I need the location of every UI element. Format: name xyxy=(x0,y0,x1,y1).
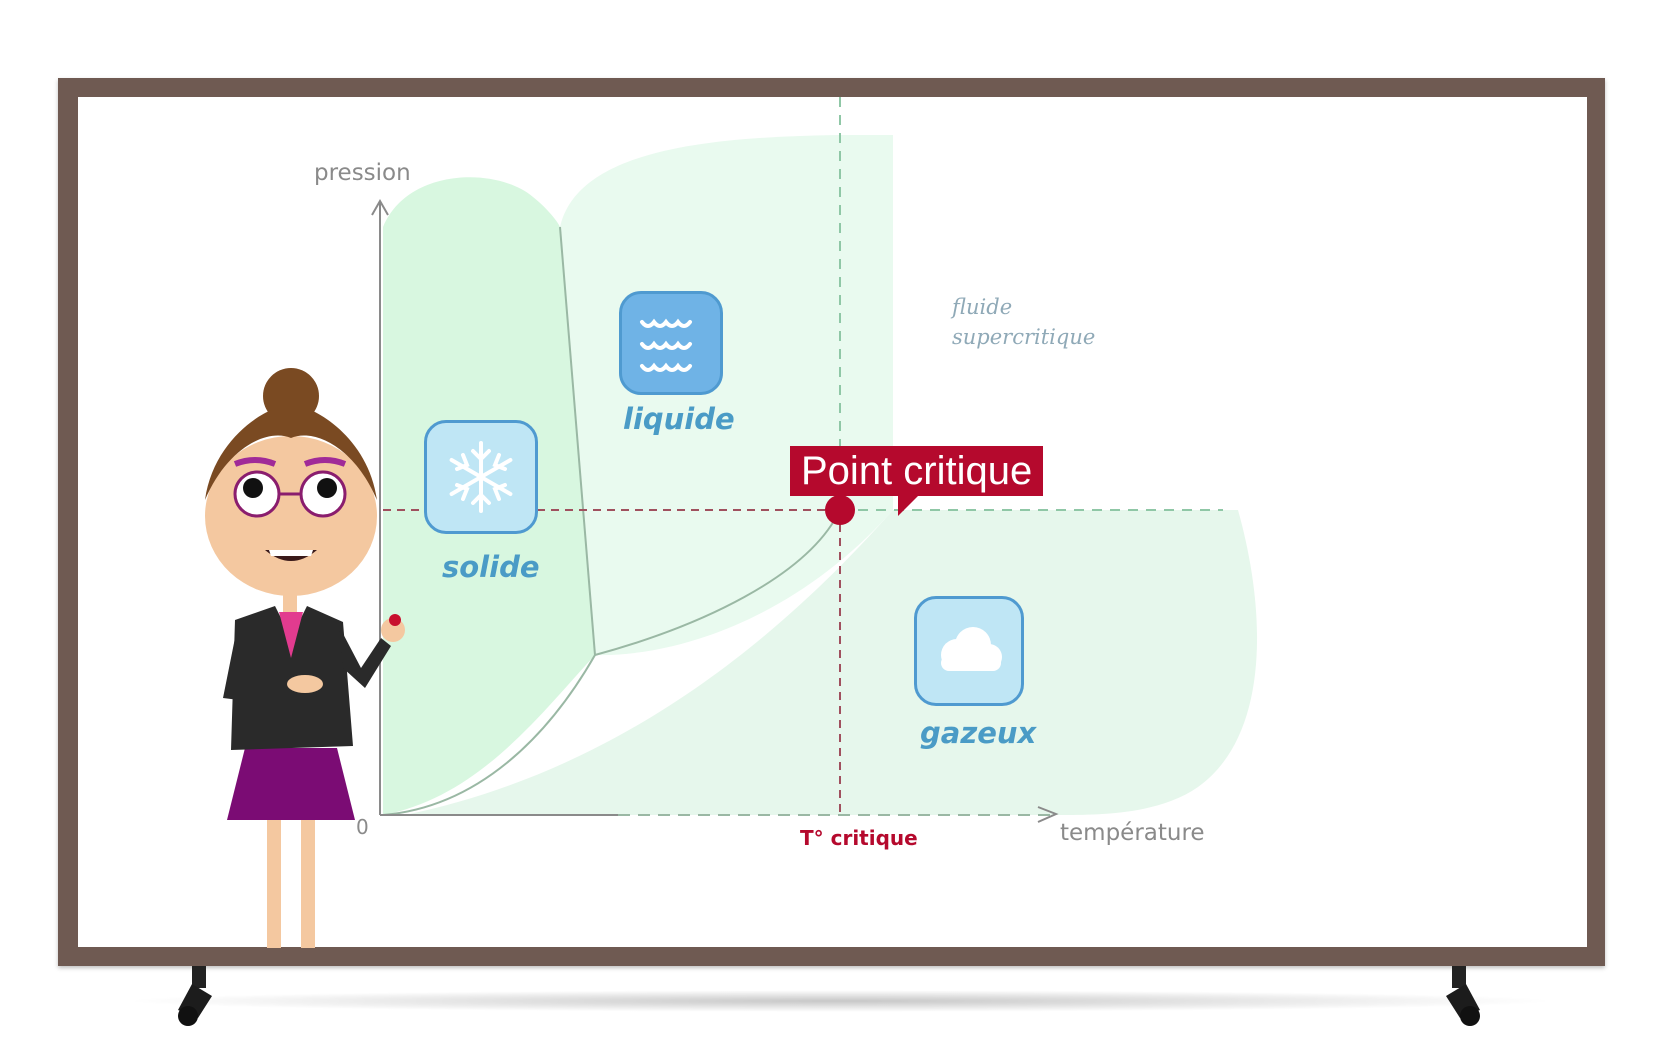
liquid-region xyxy=(560,135,893,656)
gas-label: gazeux xyxy=(920,716,1037,750)
critical-point-callout: Point critique xyxy=(790,446,1044,496)
phase-diagram xyxy=(371,97,1258,823)
teacher-character xyxy=(205,368,405,948)
waves-icon xyxy=(640,318,692,372)
tv-leg-right xyxy=(1446,966,1480,1026)
critical-point-marker xyxy=(825,495,855,525)
solid-label: solide xyxy=(442,550,540,584)
liquid-icon-box xyxy=(619,291,723,395)
critical-point-callout-tail xyxy=(898,494,920,516)
y-axis-label: pression xyxy=(314,160,411,186)
origin-label: 0 xyxy=(356,815,369,839)
solid-icon-box xyxy=(424,420,538,534)
fusion-curve xyxy=(559,226,596,656)
supercritical-label-line1: fluide xyxy=(952,295,1013,319)
gas-icon-box xyxy=(914,596,1024,706)
tv-leg-left xyxy=(178,966,212,1026)
gas-region xyxy=(405,510,1258,815)
x-axis-label: température xyxy=(1060,820,1205,846)
cloud-icon xyxy=(941,627,1002,671)
x-axis-arrow xyxy=(1037,806,1059,823)
sublimation-curve xyxy=(382,654,596,816)
liquid-label: liquide xyxy=(623,402,735,436)
snowflake-icon xyxy=(449,441,513,513)
supercritical-label-line2: supercritique xyxy=(952,325,1096,349)
vaporization-curve xyxy=(594,509,841,656)
critical-temperature-label: T° critique xyxy=(800,826,918,850)
tv-floor-shadow xyxy=(120,990,1560,1012)
y-axis-arrow xyxy=(371,198,389,216)
